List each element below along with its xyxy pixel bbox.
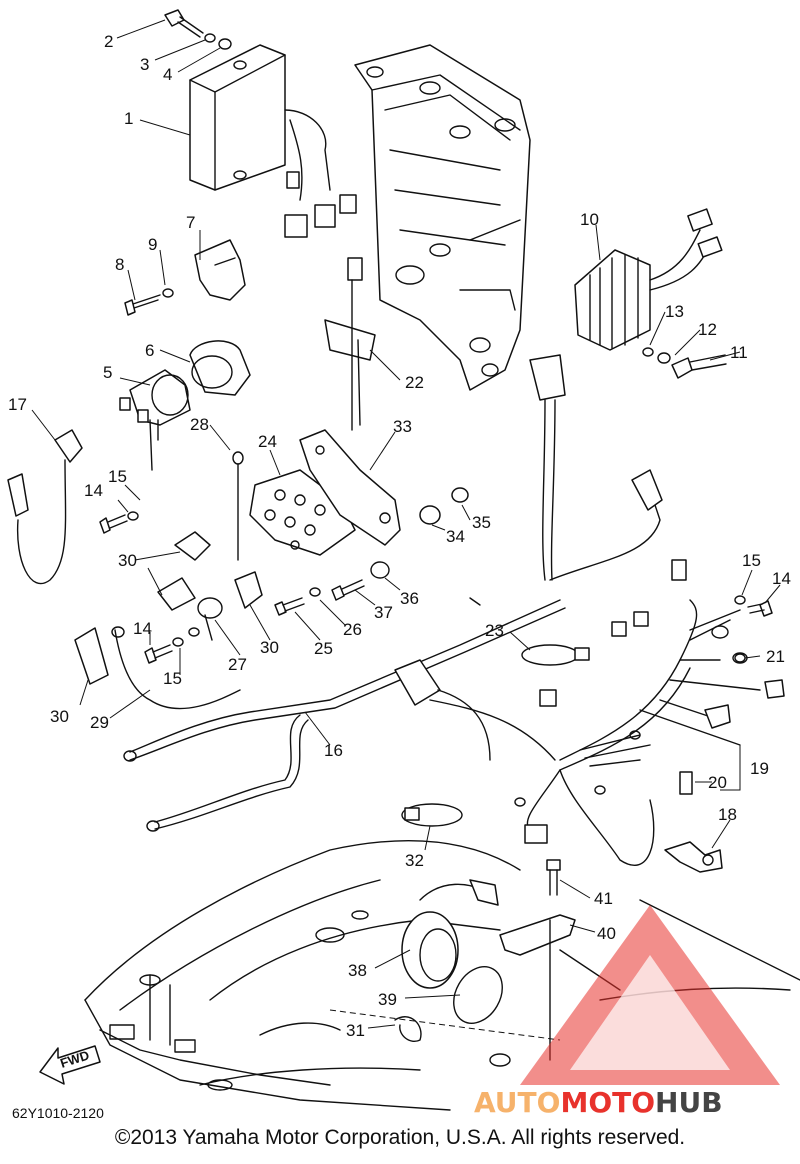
strap-part-23 [521, 644, 590, 666]
callout-26: 26 [343, 620, 362, 639]
starter-relay-part-5 [119, 369, 191, 471]
rectifier-regulator-part-10 [574, 208, 723, 351]
callout-14-a: 14 [84, 481, 103, 500]
callout-16: 16 [324, 741, 343, 760]
callout-31: 31 [346, 1021, 365, 1040]
callout-8: 8 [115, 255, 124, 274]
bolts-25-26-37 [274, 579, 365, 616]
callout-9: 9 [148, 235, 157, 254]
callout-15-a: 15 [108, 467, 127, 486]
callout-12: 12 [698, 320, 717, 339]
fuse-terminal-block-part-24 [249, 469, 356, 556]
callout-32: 32 [405, 851, 424, 870]
copyright-notice: ©2013 Yamaha Motor Corporation, U.S.A. A… [114, 1126, 686, 1149]
callout-30-c: 30 [50, 707, 69, 726]
forward-arrow: FWD [39, 1045, 101, 1085]
callout-7: 7 [186, 213, 195, 232]
clamp-part-27 [197, 597, 223, 641]
clip-part-31 [394, 1016, 422, 1042]
callout-24: 24 [258, 432, 277, 451]
callout-34: 34 [446, 527, 465, 546]
bolt-part-2 [164, 9, 232, 50]
lead-part-17 [7, 429, 83, 585]
watermark-text-2: MOTO [560, 1086, 655, 1119]
bottom-cowling [84, 840, 800, 1111]
o-ring-part-39 [453, 966, 503, 1024]
callout-35: 35 [472, 513, 491, 532]
watermark-text-3: HUB [655, 1086, 723, 1119]
wire-harness-part-19 [394, 354, 785, 867]
mounting-bracket [354, 44, 531, 391]
callout-13: 13 [665, 302, 684, 321]
callout-14-c: 14 [772, 569, 791, 588]
bolt-part-41 [546, 859, 561, 896]
callout-19: 19 [750, 759, 769, 778]
callout-15-b: 15 [163, 669, 182, 688]
callout-23: 23 [485, 621, 504, 640]
grommet-part-38 [401, 879, 499, 989]
callout-18: 18 [718, 805, 737, 824]
callout-17: 17 [8, 395, 27, 414]
callout-numbers: 2 3 4 1 7 9 8 6 5 17 10 13 12 11 22 33 2… [8, 32, 791, 1040]
callout-3: 3 [140, 55, 149, 74]
part-code: 62Y1010-2120 [12, 1105, 104, 1121]
callout-36: 36 [400, 589, 419, 608]
relay-holder-part-6 [189, 340, 251, 396]
grommet-part-34 [370, 487, 469, 579]
clamp-part-22 [324, 257, 376, 431]
holder-part-40 [499, 914, 576, 1061]
callout-4: 4 [163, 65, 172, 84]
callout-1: 1 [124, 109, 133, 128]
callout-28: 28 [190, 415, 209, 434]
watermark: AUTOMOTOHUB [474, 905, 780, 1119]
callout-33: 33 [393, 417, 412, 436]
callout-30-a: 30 [118, 551, 137, 570]
callout-15-c: 15 [742, 551, 761, 570]
callout-27: 27 [228, 655, 247, 674]
callout-30-b: 30 [260, 638, 279, 657]
small-fasteners [99, 451, 773, 664]
callout-38: 38 [348, 961, 367, 980]
callout-29: 29 [90, 713, 109, 732]
watermark-text-1: AUTO [474, 1086, 560, 1119]
cap-part-30 [74, 531, 263, 685]
callout-21: 21 [766, 647, 785, 666]
bracket-part-18 [664, 841, 723, 873]
battery-lead-part-16 [123, 599, 566, 832]
callout-14-b: 14 [133, 619, 152, 638]
callout-2: 2 [104, 32, 113, 51]
bolt-part-11 [642, 347, 727, 379]
bracket-part-7 [124, 239, 246, 316]
strap-part-32 [401, 803, 463, 827]
callout-11: 11 [730, 343, 748, 362]
cover-plate-part-33 [299, 429, 401, 546]
callout-40: 40 [597, 924, 616, 943]
callout-20: 20 [708, 773, 727, 792]
callout-39: 39 [378, 990, 397, 1009]
watermark-auto: AUTOMOTOHUB [474, 1086, 723, 1119]
callout-10: 10 [580, 210, 599, 229]
callout-22: 22 [405, 373, 424, 392]
callout-5: 5 [103, 363, 112, 382]
cdi-unit-part-1 [189, 44, 357, 238]
battery-lead-part-29 [111, 626, 241, 710]
callout-37: 37 [374, 603, 393, 622]
callout-41: 41 [594, 889, 613, 908]
leader-lines [31, 19, 781, 1029]
callout-6: 6 [145, 341, 154, 360]
callout-25: 25 [314, 639, 333, 658]
